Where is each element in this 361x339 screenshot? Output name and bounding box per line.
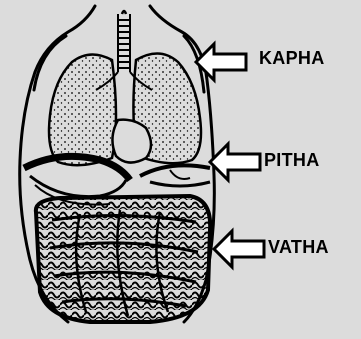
- heart: [112, 120, 151, 163]
- label-kapha: KAPHA: [259, 48, 325, 69]
- intestines: [36, 196, 210, 322]
- arrow-kapha-icon: [196, 44, 246, 80]
- label-vatha: VATHA: [268, 237, 329, 258]
- label-pitha: PITHA: [264, 150, 320, 171]
- arrow-pitha-icon: [210, 144, 260, 180]
- arrow-vatha-icon: [214, 231, 264, 267]
- left-lung: [49, 54, 116, 165]
